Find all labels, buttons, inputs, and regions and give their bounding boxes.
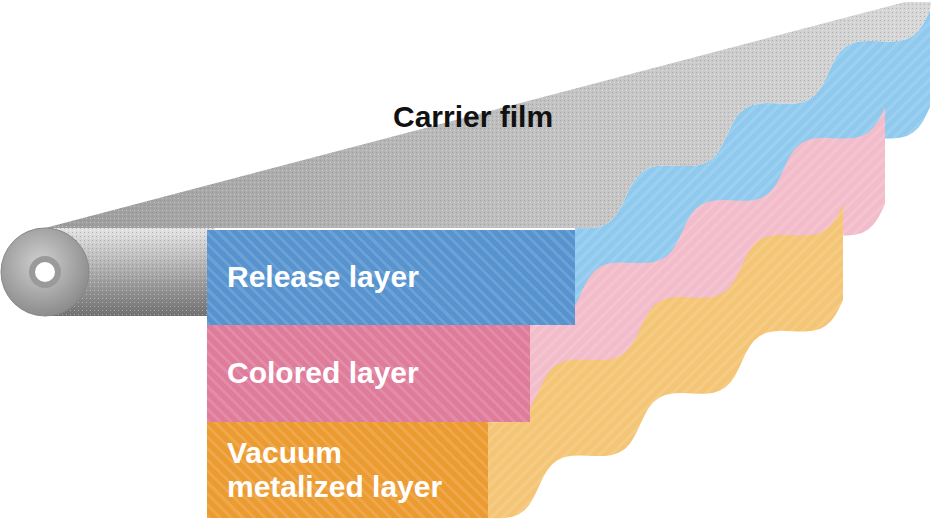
layer-label: Vacuum metalized layer bbox=[227, 436, 472, 505]
roll-end bbox=[1, 228, 89, 316]
roll-core-ring bbox=[29, 256, 61, 288]
layer-label: Release layer bbox=[227, 260, 419, 295]
roll-core bbox=[35, 262, 55, 282]
layer-band: Vacuum metalized layer bbox=[207, 422, 488, 518]
layer-band: Colored layer bbox=[207, 325, 530, 422]
film-surface bbox=[45, 2, 931, 228]
film-label-area: Carrier film bbox=[393, 100, 627, 154]
film-label: Carrier film bbox=[393, 100, 627, 135]
film-texture bbox=[45, 2, 931, 228]
layer-band: Release layer bbox=[207, 230, 575, 325]
layer-label: Colored layer bbox=[227, 356, 419, 391]
